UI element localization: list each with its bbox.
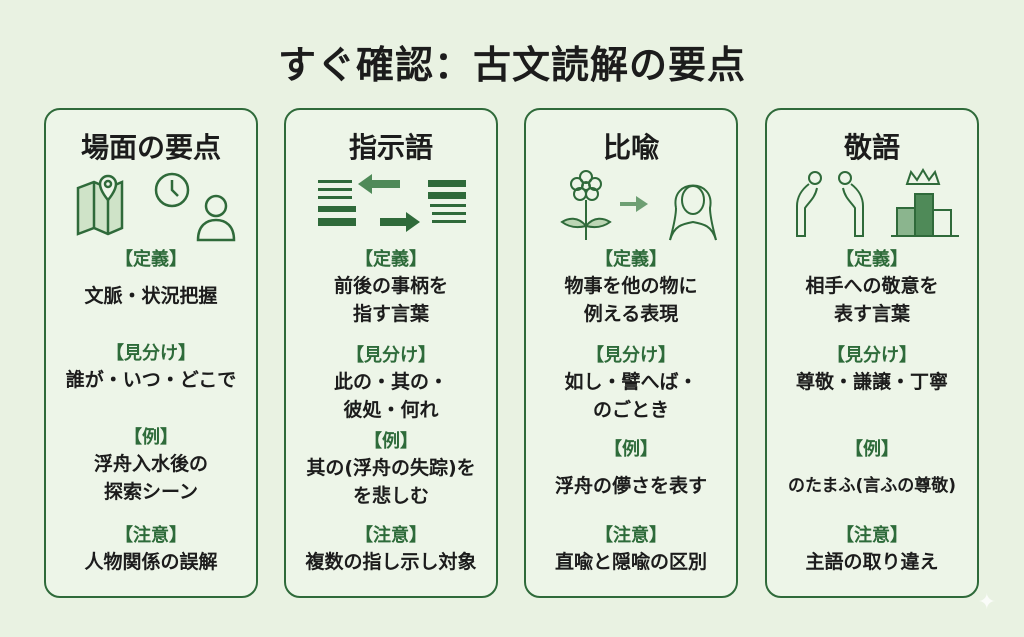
section-definition: 【定義】物事を他の物に 例える表現 xyxy=(526,248,736,328)
sparkle-icon: ✦ xyxy=(977,590,996,615)
card-metaphor: 比喩 【定義】物事を他の物に 例える表現 【見分け】如し・譬へば・ のごとき 【… xyxy=(524,108,738,598)
card-demonstratives: 指示語 【定義】前後の事柄を 指す言葉 【見分け】此の・其の・ 彼処・何れ 【例… xyxy=(284,108,498,598)
section-label: 【注意】 xyxy=(836,525,908,546)
section-label: 【例】 xyxy=(604,439,658,460)
section-label: 【例】 xyxy=(845,439,899,460)
card-scene: 場面の要点 【定義】文脈・状況把握 【見分け】誰が・いつ・どこで 【例】浮舟入水… xyxy=(44,108,258,598)
section-caution: 【注意】人物関係の誤解 xyxy=(46,524,256,576)
section-example: 【例】浮舟入水後の 探索シーン xyxy=(46,426,256,506)
section-caution: 【注意】複数の指し示し対象 xyxy=(286,524,496,576)
section-text: 前後の事柄を 指す言葉 xyxy=(333,275,448,325)
map-clock-person-icon xyxy=(76,172,236,242)
section-text: 此の・其の・ 彼処・何れ xyxy=(333,371,448,421)
section-label: 【例】 xyxy=(124,427,178,448)
section-definition: 【定義】相手への敬意を 表す言葉 xyxy=(767,248,977,328)
section-text: 浮舟の儚さを表す xyxy=(554,475,707,497)
section-text: 浮舟入水後の 探索シーン xyxy=(93,453,208,503)
section-text: 物事を他の物に 例える表現 xyxy=(564,275,698,325)
section-text: 直喩と隠喩の区別 xyxy=(554,551,707,573)
section-text: 尊敬・謙譲・丁寧 xyxy=(795,371,948,393)
card-heading: 場面の要点 xyxy=(80,131,221,164)
section-identify: 【見分け】誰が・いつ・どこで xyxy=(46,342,256,394)
card-heading: 比喩 xyxy=(602,131,659,164)
section-label: 【定義】 xyxy=(355,249,427,270)
section-label: 【定義】 xyxy=(836,249,908,270)
section-text: 其の(浮舟の失踪)を を悲しむ xyxy=(306,457,476,507)
section-label: 【見分け】 xyxy=(346,345,436,366)
section-text: 主語の取り違え xyxy=(805,551,939,573)
section-definition: 【定義】文脈・状況把握 xyxy=(46,248,256,310)
section-text: 誰が・いつ・どこで xyxy=(65,369,237,391)
section-definition: 【定義】前後の事柄を 指す言葉 xyxy=(286,248,496,328)
card-heading: 敬語 xyxy=(843,131,900,164)
card-honorifics: 敬語 【定義】相手への敬意を 表す言葉 【見分け】尊敬・謙譲・丁寧 【例】のたま… xyxy=(765,108,979,598)
section-text: 文脈・状況把握 xyxy=(84,285,218,307)
section-example: 【例】のたまふ(言ふの尊敬) xyxy=(767,438,977,500)
section-caution: 【注意】直喩と隠喩の区別 xyxy=(526,524,736,576)
section-label: 【例】 xyxy=(364,431,418,452)
section-label: 【注意】 xyxy=(115,525,187,546)
section-identify: 【見分け】此の・其の・ 彼処・何れ xyxy=(286,344,496,424)
section-label: 【定義】 xyxy=(115,249,187,270)
bowing-podium-icon xyxy=(796,168,959,237)
section-text: 複数の指し示し対象 xyxy=(305,551,477,573)
card-heading: 指示語 xyxy=(348,131,433,164)
section-label: 【見分け】 xyxy=(827,345,917,366)
section-text: 如し・譬へば・ のごとき xyxy=(564,371,698,421)
section-label: 【見分け】 xyxy=(106,343,196,364)
section-text: のたまふ(言ふの尊敬) xyxy=(787,476,957,496)
section-text: 人物関係の誤解 xyxy=(84,551,218,573)
section-label: 【見分け】 xyxy=(586,345,676,366)
section-label: 【定義】 xyxy=(595,249,667,270)
text-arrows-icon xyxy=(318,174,466,232)
page-title: すぐ確認：古文読解の要点 xyxy=(277,43,746,87)
section-example: 【例】其の(浮舟の失踪)を を悲しむ xyxy=(286,430,496,510)
section-identify: 【見分け】如し・譬へば・ のごとき xyxy=(526,344,736,424)
section-text: 相手への敬意を 表す言葉 xyxy=(805,275,939,325)
flower-to-woman-icon xyxy=(560,170,717,241)
section-label: 【注意】 xyxy=(355,525,427,546)
section-caution: 【注意】主語の取り違え xyxy=(767,524,977,576)
section-label: 【注意】 xyxy=(595,525,667,546)
section-example: 【例】浮舟の儚さを表す xyxy=(526,438,736,500)
section-identify: 【見分け】尊敬・謙譲・丁寧 xyxy=(767,344,977,396)
